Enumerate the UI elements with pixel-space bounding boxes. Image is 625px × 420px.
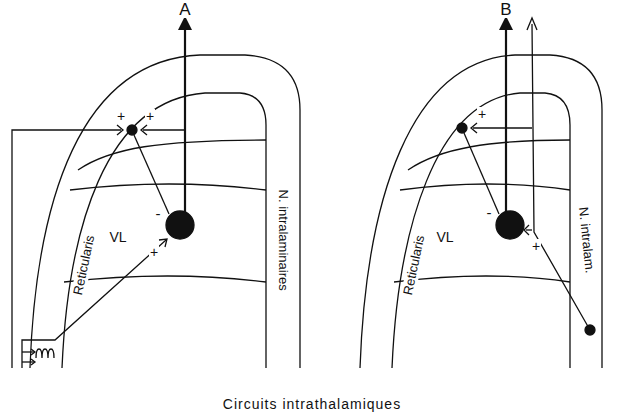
thalamic-region: Reticularis xyxy=(70,232,97,298)
region-name: N. intralaminaires xyxy=(276,189,291,290)
synapse-sign: - xyxy=(155,206,162,221)
region-name: N. intralam. xyxy=(576,206,598,274)
figure-caption: Circuits intrathalamiques xyxy=(223,396,401,412)
synapse-sign: + xyxy=(149,245,159,259)
thalamic-region: VL xyxy=(107,230,128,245)
panel-letter: B xyxy=(499,1,512,18)
thalamic-region: VL xyxy=(434,230,455,245)
panel-letter: A xyxy=(178,1,191,18)
region-name: VL xyxy=(436,229,453,245)
region-name: VL xyxy=(109,229,126,245)
synapse-sign: + xyxy=(477,107,487,121)
region-name: Reticularis xyxy=(400,234,427,296)
thalamic-region: N. intralaminaires xyxy=(276,187,290,292)
synapse-sign: - xyxy=(486,205,493,220)
synapse-sign: + xyxy=(531,239,541,253)
synapse-sign: + xyxy=(116,109,126,123)
thalamic-region: N. intralam. xyxy=(575,204,597,276)
thalamic-region: Reticularis xyxy=(400,232,427,298)
synapse-sign: + xyxy=(145,109,155,123)
